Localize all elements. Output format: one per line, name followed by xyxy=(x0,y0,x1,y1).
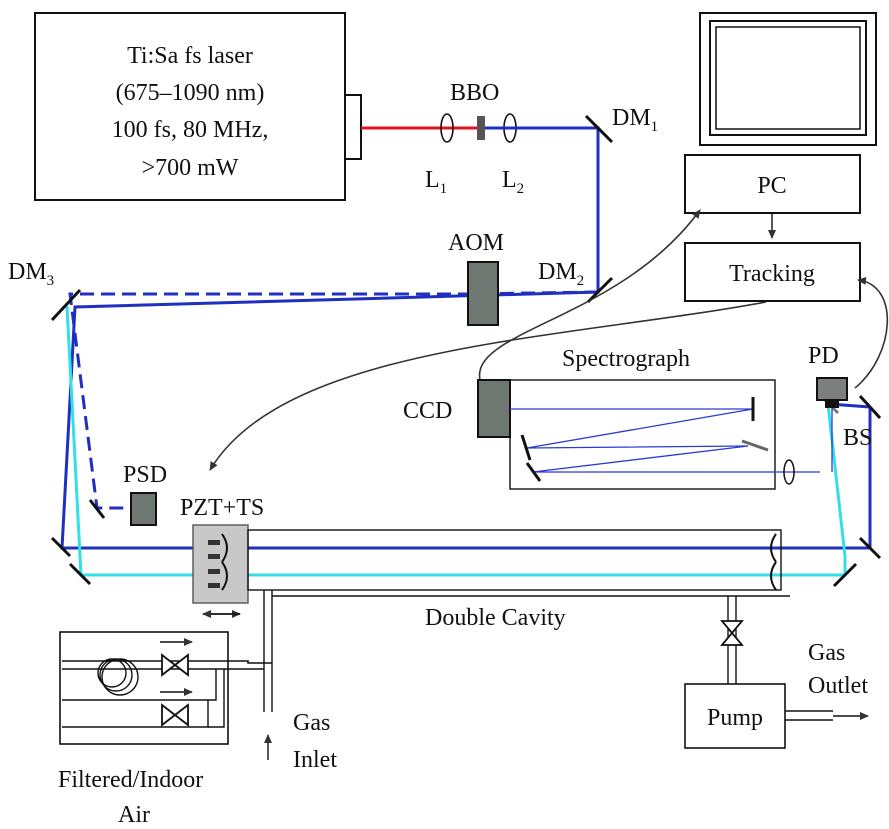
pzt-actuator-4 xyxy=(208,583,220,588)
monitor-screen-2 xyxy=(715,26,861,130)
lens-l1 xyxy=(440,113,454,143)
blue-beam-deflected xyxy=(68,290,599,510)
air-line-lower-outline xyxy=(62,699,209,728)
lens-l1-label: L1 xyxy=(425,167,447,197)
dm2-label: DM2 xyxy=(538,259,584,289)
spectrograph-beam xyxy=(510,408,820,473)
air-line-lower-up-2 xyxy=(208,669,225,728)
laser-output-port xyxy=(344,94,362,160)
dm1-label: DM1 xyxy=(612,105,658,135)
pd-label: PD xyxy=(808,343,839,369)
cavity-mirror-right-2 xyxy=(770,561,777,591)
gas-system: Pump Gas Outlet Gas Inlet Filtered/Indoo… xyxy=(58,590,869,828)
mirror-bottom-left-1 xyxy=(50,536,72,558)
cavity-tube xyxy=(247,529,782,591)
air-line-join-1 xyxy=(247,661,272,664)
gas-inlet-label-1: Gas xyxy=(293,710,330,736)
mirror-bottom-left-2 xyxy=(68,562,92,586)
pump-label: Pump xyxy=(707,705,763,731)
pzt-actuator-3 xyxy=(208,569,220,574)
air-label-2: Air xyxy=(118,802,150,828)
pzt-actuator-2 xyxy=(208,554,220,559)
air-source-box xyxy=(59,631,229,745)
pump-box xyxy=(684,683,786,749)
laser-box xyxy=(34,12,346,201)
spectrograph-mirror-3 xyxy=(525,462,542,482)
ccd-device xyxy=(477,379,511,438)
spectrograph-lens xyxy=(783,459,795,485)
monitor-screen-1 xyxy=(709,20,867,136)
mirror-dm2 xyxy=(586,276,614,304)
mirror-psd xyxy=(88,499,106,519)
computer: PC Tracking xyxy=(684,12,877,302)
air-label-1: Filtered/Indoor xyxy=(58,767,203,793)
pd-to-tracking-arc xyxy=(854,276,889,389)
pzt-label: PZT+TS xyxy=(180,495,264,521)
mirror-right-top xyxy=(858,394,882,420)
cavity-gas-line-1 xyxy=(271,590,790,597)
spectrograph-grating xyxy=(741,439,769,452)
spectrograph-label: Spectrograph xyxy=(562,346,690,372)
ccd-label: CCD xyxy=(403,398,452,424)
laser-source: Ti:Sa fs laser (675–1090 nm) 100 fs, 80 … xyxy=(34,12,362,201)
tracking-to-pzt-arc xyxy=(209,301,767,471)
pzt-stage xyxy=(192,524,249,604)
bbo-crystal xyxy=(477,116,485,140)
air-line-upper-1 xyxy=(62,660,249,663)
psd-device xyxy=(130,492,157,526)
dm3-label: DM3 xyxy=(8,259,54,289)
spectrograph: Spectrograph CCD xyxy=(403,346,820,490)
cavity-mirror-right-1 xyxy=(770,533,777,563)
gas-outlet-label-1: Gas xyxy=(808,640,845,666)
gas-inlet-label-2: Inlet xyxy=(293,747,337,773)
laser-power: >700 mW xyxy=(142,155,239,181)
pc-box xyxy=(684,154,861,214)
laser-wavelength: (675–1090 nm) xyxy=(116,80,265,106)
pzt-actuator-1 xyxy=(208,540,220,545)
cavity-mirror-left-1 xyxy=(221,533,228,563)
pc-label: PC xyxy=(757,173,786,199)
air-line-lower-up-1 xyxy=(208,669,217,701)
monitor-outer xyxy=(699,12,877,146)
air-valve-1 xyxy=(161,653,189,677)
tracking-box xyxy=(684,242,861,302)
psd-label: PSD xyxy=(123,462,167,488)
mirror-bottom-right-1 xyxy=(858,536,882,560)
filter-coil-3 xyxy=(101,658,139,696)
spectrograph-box xyxy=(509,379,776,490)
air-valve-2 xyxy=(161,703,189,727)
bbo-label: BBO xyxy=(450,80,499,106)
mirror-dm3 xyxy=(50,288,82,322)
mirror-bottom-right-2 xyxy=(832,562,858,588)
pd-window xyxy=(825,400,839,408)
mirror-dm1 xyxy=(584,114,614,144)
aom-label: AOM xyxy=(448,230,504,256)
bs-label: BS xyxy=(843,425,872,451)
aom-device xyxy=(467,261,499,326)
lens-l2-label: L2 xyxy=(502,167,524,197)
pump-valve xyxy=(720,620,744,646)
cavity-mirror-left-2 xyxy=(221,561,228,591)
spectrograph-mirror-2 xyxy=(520,434,532,461)
laser-title: Ti:Sa fs laser xyxy=(127,43,253,69)
laser-pulse-spec: 100 fs, 80 MHz, xyxy=(112,117,269,143)
ccd-to-pc-arc xyxy=(478,209,701,381)
gas-outlet-label-2: Outlet xyxy=(808,673,868,699)
pd-device xyxy=(816,377,848,401)
double-cavity: PZT+TS Double Cavity xyxy=(180,495,782,631)
tracking-label: Tracking xyxy=(729,261,815,287)
double-cavity-label: Double Cavity xyxy=(425,605,566,631)
